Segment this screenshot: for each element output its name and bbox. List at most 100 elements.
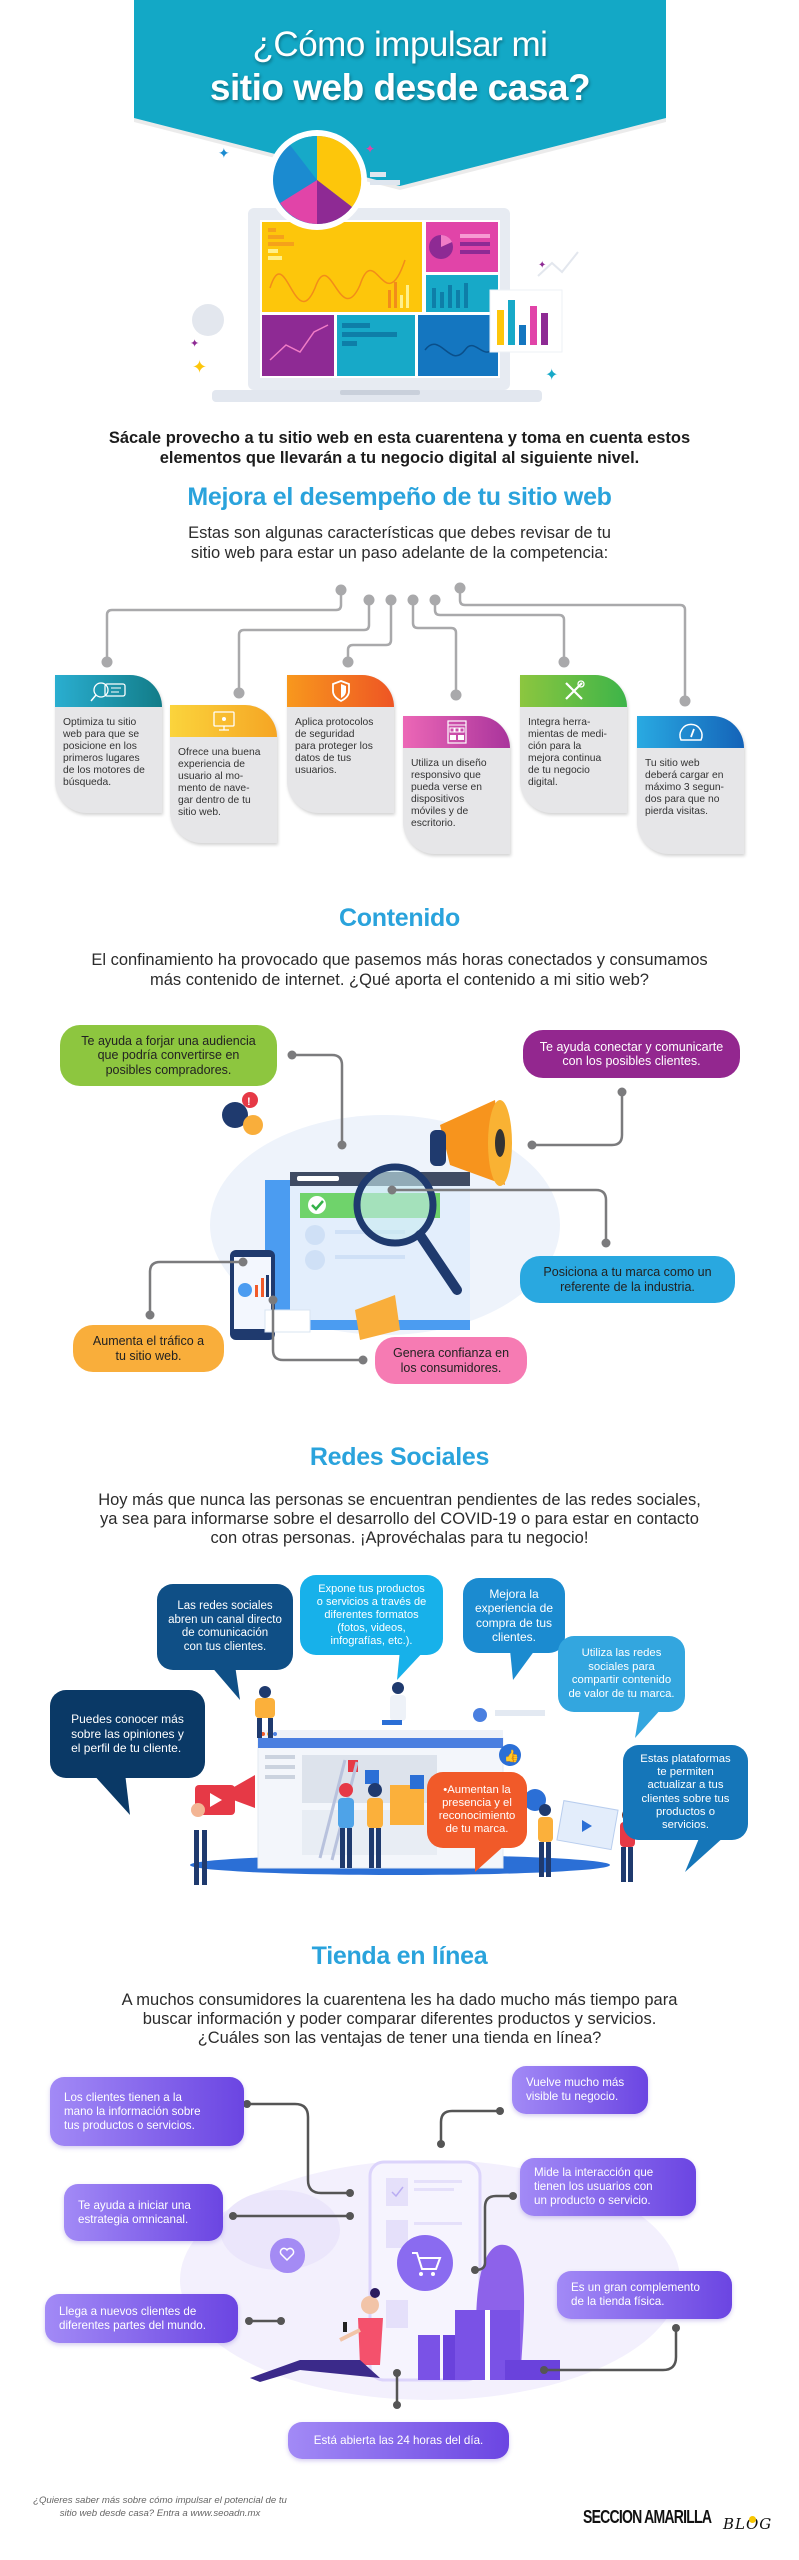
online-store-illustration (180, 2100, 680, 2409)
connector-3 (346, 600, 393, 662)
bubble-text-line: posibles compradores. (105, 1062, 232, 1077)
bubble-text-line: los consumidores. (400, 1360, 502, 1375)
card-text-line: responsivo que (411, 769, 481, 781)
footer-note-line1: ¿Quieres saber más sobre cómo impulsar e… (33, 2495, 287, 2506)
bubble-text-line: clientes sobre tus (641, 1792, 730, 1805)
card-text-line: máximo 3 segun- (645, 781, 724, 793)
card-text-line: posicione en los (63, 740, 137, 752)
card-text-line: Optimiza tu sitio (63, 717, 137, 728)
bubble-text-line: Aumenta el tráfico a (92, 1334, 205, 1348)
card-text-line: búsqueda. (63, 776, 112, 788)
bubble-text-line: experiencia de (474, 1601, 554, 1615)
card-text-line: ción para la (528, 740, 582, 752)
bubble-text-line: el perfil de tu cliente. (71, 1741, 182, 1756)
bubble-text-line: presencia y el (442, 1797, 512, 1809)
bubble-text-line: productos o (655, 1805, 716, 1818)
connector-1 (105, 590, 343, 662)
bubble-text-line: sobre las opiniones y (71, 1726, 184, 1741)
bubble-text-line: o servicios a través de (316, 1595, 427, 1608)
svg-text:✦: ✦ (538, 260, 546, 271)
social-bubble-tails (92, 1650, 725, 1872)
social-para-line2: ya sea para informarse sobre el desarrol… (100, 1510, 699, 1528)
bubble-text-line: Los clientes tienen a la (64, 2090, 182, 2104)
intro-line2: elementos que llevarán a tu negocio digi… (159, 449, 640, 467)
social-para-line1: Hoy más que nunca las personas se encuen… (98, 1491, 701, 1509)
logo-text: SECCION AMARILLA (583, 2507, 712, 2527)
bubble-text-line: te permiten (657, 1766, 714, 1779)
bubble-text-line: diferentes partes del mundo. (59, 2318, 206, 2332)
bubble-text-line: Genera confianza en (392, 1346, 510, 1360)
bubble-text-line: tu sitio web. (115, 1348, 182, 1363)
card-text-line: Tu sitio web (645, 758, 700, 769)
connector-5 (433, 600, 566, 662)
svg-text:✦: ✦ (365, 142, 375, 156)
store-heading: Tienda en línea (311, 1942, 488, 1970)
card-text-line: mientas de medi- (528, 728, 607, 740)
social-heading: Redes Sociales (309, 1443, 490, 1471)
logo-blog-text: BLOG (723, 2515, 773, 2533)
bubble-text-line: Está abierta las 24 horas del día. (313, 2433, 484, 2447)
seccion-amarilla-blog-logo: SECCION AMARILLA BLOG (583, 2505, 773, 2537)
bubble-text-line: tienen los usuarios con (534, 2180, 653, 2193)
card-text-line: digital. (528, 776, 558, 788)
performance-connectors (101, 582, 691, 707)
bubble-text-line: Las redes sociales (177, 1600, 273, 1612)
bubble-text-line: Vuelve mucho más (526, 2076, 625, 2089)
bubble-text-line: sociales para (588, 1660, 655, 1673)
store-bubble-24-hours: Está abierta las 24 horas del día. (288, 2422, 509, 2459)
card-text-line: de seguridad (295, 728, 355, 740)
laptop-dashboard-illustration: ✦ ✦ ✦ ✦ ✦ ✦ (190, 130, 579, 402)
svg-text:✦: ✦ (190, 338, 199, 350)
bubble-text-line: abren un canal directo (168, 1613, 282, 1626)
card-text-line: datos de tus (295, 752, 352, 764)
card-text-line: usuarios. (295, 764, 337, 776)
monitor-icon (212, 711, 235, 731)
header-banner: ¿Cómo impulsar mi sitio web desde casa? (134, 0, 666, 190)
bubble-text-line: un producto o servicio. (534, 2194, 651, 2207)
card-text-line: Utiliza un diseño (411, 758, 487, 769)
store-para-line2: buscar información y poder comparar dife… (142, 2010, 657, 2028)
location-pin-icon (749, 2516, 756, 2523)
card-text-line: experiencia de (178, 758, 245, 770)
bubble-text-line: de tu marca. (445, 1823, 509, 1835)
bubble-text-line: de comunicación (181, 1627, 269, 1639)
bubble-text-line: Te ayuda a iniciar una (78, 2198, 191, 2212)
bubble-text-line: diferentes formatos (324, 1608, 419, 1621)
bubble-text-line: Expone tus productos (318, 1582, 425, 1595)
card-text-line: de los motores de (63, 764, 145, 776)
card-text-line: pueda verse en (411, 781, 482, 793)
bubble-text-line: de valor de tu marca. (568, 1687, 675, 1700)
bubble-text-line: clientes. (491, 1630, 537, 1644)
card-text-line: mento de nave- (178, 782, 250, 794)
card-text-line: móviles y de (411, 805, 469, 817)
store-para-line3: ¿Cuáles son las ventajas de tener una ti… (197, 2029, 602, 2047)
bubble-text-line: con tus clientes. (183, 1640, 267, 1653)
bubble-text-line: compartir contenido (571, 1674, 672, 1686)
card-text-line: escritorio. (411, 817, 456, 829)
social-para-line3: con otras personas. ¡Aprovéchalas para t… (210, 1529, 589, 1547)
performance-heading: Mejora el desempeño de tu sitio web (187, 483, 612, 511)
bubble-text-line: de la tienda física. (571, 2295, 665, 2308)
bubble-text-line: servicios. (661, 1818, 710, 1831)
page-title-line2: sitio web desde casa? (209, 67, 591, 108)
bubble-text-line: Llega a nuevos clientes de (59, 2304, 197, 2318)
bubble-text-line: actualizar a tus (647, 1779, 724, 1792)
banner-shape (134, 0, 666, 190)
bubble-text-line: (fotos, videos, (337, 1621, 406, 1634)
bubble-text-line: Utiliza las redes (581, 1647, 662, 1659)
bubble-text-line: mano la información sobre (64, 2104, 201, 2118)
performance-subtitle-line2: sitio web para estar un paso adelante de… (190, 544, 609, 562)
card-text-line: para proteger los (295, 740, 373, 752)
